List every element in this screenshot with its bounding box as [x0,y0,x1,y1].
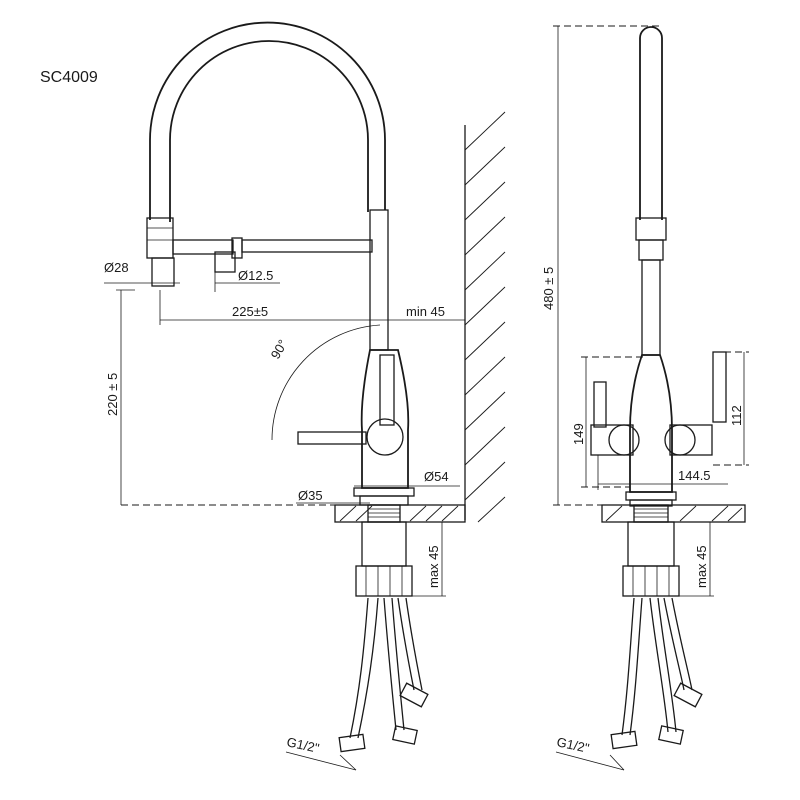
front-spout [639,26,663,220]
dim-d28: Ø28 [104,260,129,275]
dim-thread-right: G1/2" [555,734,591,756]
dim-d54: Ø54 [424,469,449,484]
countertop-right [601,504,746,523]
model-label: SC4009 [40,69,98,86]
dim-d12-5: Ø12.5 [238,268,273,283]
front-view: 480 ± 5 149 112 144.5 max 45 G1/2" [541,25,749,771]
hoses-right [610,597,703,750]
dim-min45: min 45 [406,304,445,319]
dim-112: 112 [729,405,744,426]
side-view: Ø28 Ø12.5 225±5 min 45 90° 220 ± 5 Ø54 Ø… [104,21,506,771]
support-arm [241,239,373,253]
faucet-body-side [297,209,415,506]
gooseneck-spout-inner [169,40,369,222]
dim-angle: 90° [268,337,291,362]
under-counter-left [355,504,413,597]
dim-height-spout: 220 ± 5 [105,373,120,416]
wall-hatching [464,111,506,523]
dim-max45-right: max 45 [694,545,709,588]
dim-max45-left: max 45 [426,545,441,588]
dim-d35: Ø35 [298,488,323,503]
dim-149: 149 [571,423,586,445]
hoses-left [338,597,429,753]
gooseneck-spout-outer [149,21,386,220]
dim-144-5: 144.5 [678,468,711,483]
dim-total-height: 480 ± 5 [541,267,556,310]
dim-thread-left: G1/2" [285,734,321,756]
dim-reach: 225±5 [232,304,268,319]
spray-head [146,217,243,287]
under-counter-right [622,504,680,597]
faucet-body-front [590,351,727,507]
